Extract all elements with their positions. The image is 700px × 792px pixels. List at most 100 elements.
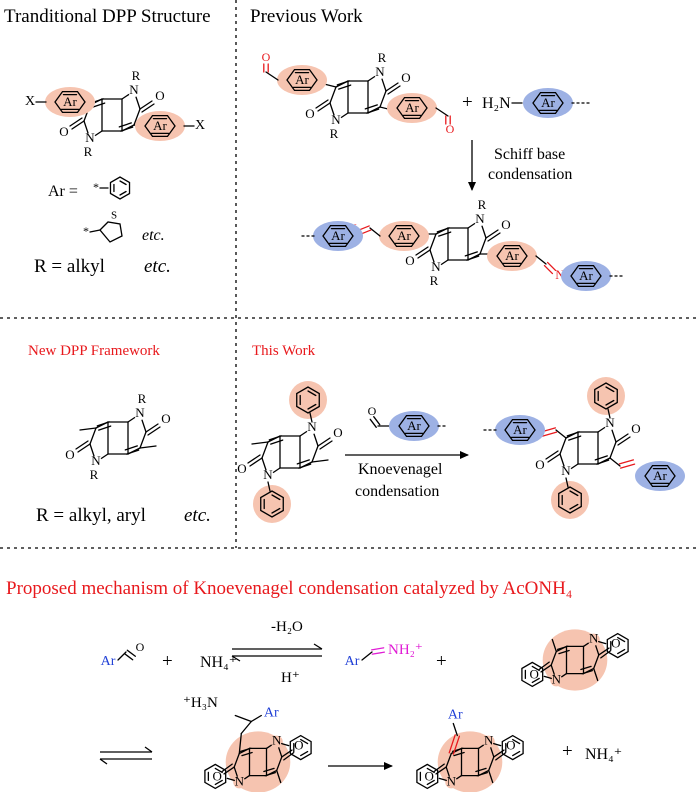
schiff-ar-right [496,244,528,268]
previous-r-top: R [378,50,387,65]
mech-phenyl-left-inner [531,677,540,684]
mech-iminium-ar: Ar [345,654,360,669]
new-dpp-framework-title: New DPP Framework [28,343,160,359]
product-vinyl-right-a [609,457,621,467]
traditional-dpp-core-n1: N [129,82,139,97]
mech-dpp-core-o1: O [611,636,620,651]
previous-dpp-core-co [317,102,331,112]
new-methyl-left [79,427,97,431]
mech-int-phenyl-left-inner [214,767,223,774]
thiswork-dpp-core-bond [261,441,269,459]
mech-intermediate-core-o2: O [213,768,222,783]
new-dpp-core-co [145,423,159,433]
mechanism-title: Proposed mechanism of Knoevenagel conden… [6,578,573,599]
new-dpp-core-n2: N [91,453,101,468]
mech-dpp-core-double [558,649,570,655]
mech-product-core-bond [488,756,495,772]
schiff-ch-left [369,227,381,237]
mech-int-cn [234,714,252,723]
mech-phenyl-left-inner [531,665,540,672]
previous-dpp-core-bond [329,86,337,104]
schiff-imine-right [543,264,554,275]
product-ar-left [504,418,536,442]
traditional-dpp-core-n1-bg [128,85,140,97]
thiswork-dpp-core-o2: O [237,461,246,476]
mech-intermediate-core-n2: N [235,773,245,788]
mech-prod-n-ph-left [438,777,447,782]
mech-dpp-core-bond [593,654,600,670]
mech-dpp-core-double [581,669,593,675]
mech-product-core-bond [445,752,452,768]
previous-ar-right-highlight [387,93,437,123]
mech-prod-vinyl-b [452,722,458,737]
thiswork-dpp-core-n2: N [263,467,273,482]
previous-cho-right [435,107,449,117]
mech-phenyl-left [521,661,544,688]
thiswork-dpp-core-n1-bg [306,422,318,434]
schiff-imine-right [546,261,557,272]
new-dpp-core-double [126,449,140,455]
mech-dpp-core-n2: N [552,671,562,686]
traditional-ar-left-highlight [45,87,95,117]
schiff-ar-far-right-highlight [561,261,611,291]
thiswork-dpp-core-co [319,440,333,450]
mech-int-phenyl-left-inner [214,779,223,786]
previous-dpp-core-n2: N [331,112,341,127]
product-phenyl-top [594,382,618,410]
product-n-ph-top [607,408,611,419]
equilibrium-arrow-2 [99,746,153,765]
product-phenyl-bottom-inner [569,490,579,497]
phenyl-definition-ring [109,176,131,200]
previous-r-bottom: R [330,126,339,141]
traditional-ar-left-label: Ar [63,94,77,109]
mech-intermediate-core-bond [233,752,240,768]
schiff-base-label: Schiff base [494,146,566,163]
plus-sign-mech-3: + [562,741,573,762]
mech-prod-ar: Ar [448,708,463,723]
ammonium-label: NH₄⁺ [200,654,238,671]
mech-int-n-ph-left [226,777,235,782]
schiff-ar-far-right [570,264,602,288]
phenyl-definition-ring-inner [119,180,127,186]
mech-prod-n-ph-right [493,742,502,747]
amine-ar-label: Ar [541,95,555,110]
product-vinyl-right [618,459,635,465]
new-dpp-core-o1: O [161,411,170,426]
previous-dpp-core-co [315,99,329,109]
traditional-x-right: X [195,118,205,133]
thiswork-dpp-core-bond [311,445,319,463]
previous-o-right: O [446,122,455,136]
aldehyde-ar-highlight [389,411,439,441]
previous-o-left: O [262,50,271,64]
mech-int-phenyl-right [289,734,312,761]
minus-water-label: -H₂O [271,619,303,635]
mech-dpp-core-n1-bg [587,633,600,646]
previous-dpp-core-n1: N [375,64,385,79]
schiff-product-core-n2: N [431,259,441,274]
mech-prod-vinyl [452,735,461,755]
traditional-dpp-core-o1: O [155,88,164,103]
traditional-r-bottom: R [84,144,93,159]
new-dpp-core-co [77,443,91,453]
mech-int-phenyl-right-inner [300,750,309,757]
schiff-product-core-o2: O [405,253,414,268]
new-dpp-core-n1-bg [134,408,146,420]
knoevenagel-product-core-bond [559,437,567,455]
mech-dpp-core-double [580,665,592,671]
knoevenagel-product-core-n1-bg [604,418,616,430]
ar-star: * [93,180,99,194]
thiswork-dpp-core-co [249,457,263,467]
product-vinyl-right [619,463,636,469]
plus-sign-previous: + [462,92,473,113]
thiswork-dpp-core-co [317,437,331,447]
mech-iminium-cn [371,651,386,655]
knoevenagel-product-core-bond [609,441,617,459]
mech-int-methyl [276,769,282,784]
aldehyde-co [369,418,377,428]
thiswork-phenyl-top [296,386,320,414]
aldehyde-ar [398,414,430,438]
new-dpp-core-o2: O [65,447,74,462]
previous-dpp-core-n1-bg [374,67,386,79]
product-ar-right-highlight [635,461,685,491]
